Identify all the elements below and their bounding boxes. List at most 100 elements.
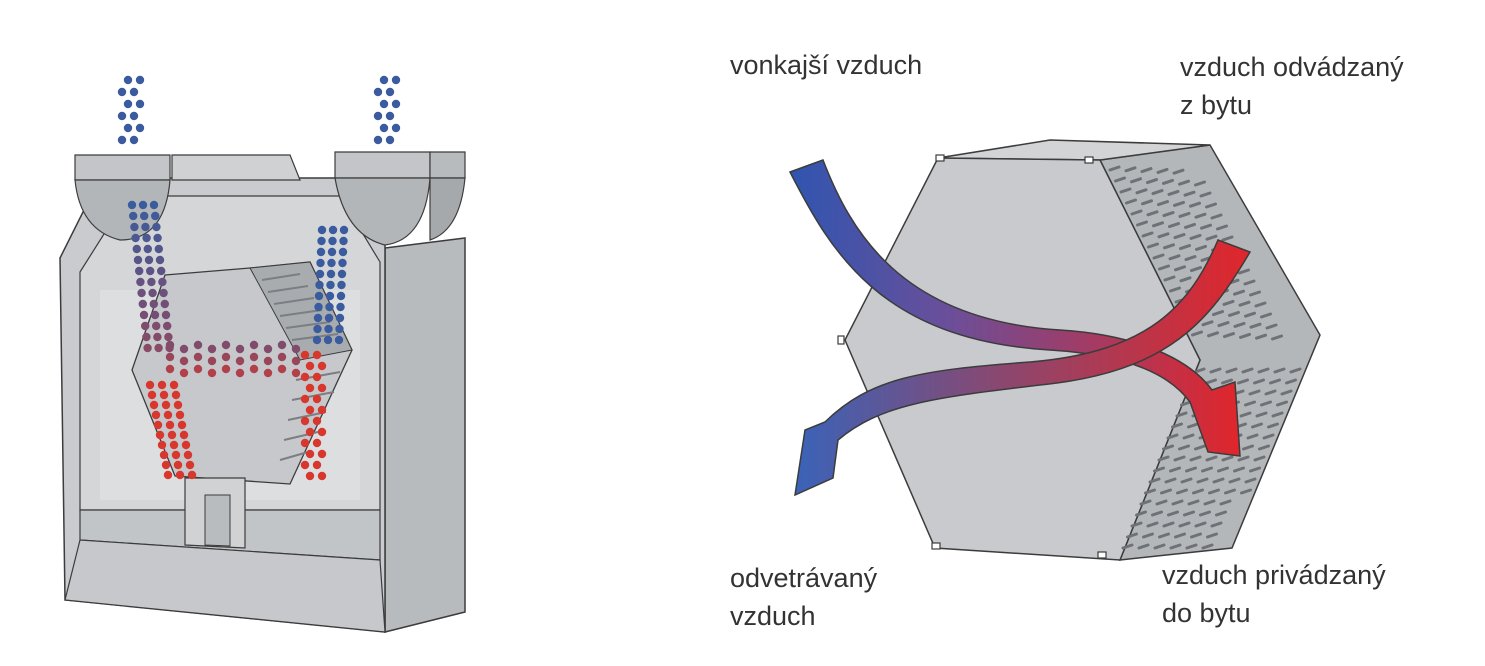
air-particle-dot (164, 332, 173, 342)
air-particle-dot (165, 420, 175, 430)
air-particle-dot (152, 222, 161, 232)
air-particle-dot (193, 340, 203, 350)
grille-slot (1206, 532, 1218, 539)
grille-slot (1193, 367, 1206, 374)
grille-slot (1254, 301, 1267, 308)
air-particle-dot (328, 225, 338, 235)
grille-slot (1242, 444, 1254, 451)
air-particle-dot (183, 450, 193, 460)
air-particle-dot (165, 340, 175, 350)
label-exhaust-air-line-2: vzduch (730, 601, 816, 631)
air-particle-dot (291, 344, 301, 354)
grille-slot (1175, 411, 1188, 418)
grille-slot (1241, 367, 1254, 374)
air-particle-dot (385, 111, 395, 121)
air-particle-dot (163, 410, 173, 420)
air-particle-dot (315, 280, 324, 290)
air-particle-dot (175, 470, 185, 480)
air-particle-dot (135, 75, 145, 85)
air-particle-dot (165, 364, 175, 374)
grille-slot (1217, 321, 1230, 328)
grille-slot (1260, 312, 1272, 319)
grille-slot (1136, 220, 1148, 227)
grille-slot (1183, 510, 1195, 517)
air-particle-dot (143, 244, 152, 254)
air-particle-dot (179, 368, 189, 378)
air-particle-dot (129, 211, 138, 221)
air-particle-dot (328, 236, 337, 246)
label-outside-air: vonkajší vzduch (730, 46, 922, 84)
grille-slot (1200, 223, 1212, 230)
label-outside-air-line-1: vonkajší vzduch (730, 50, 923, 80)
air-particle-dot (336, 291, 346, 301)
grille-slot (1205, 234, 1218, 241)
air-particle-dot (157, 440, 167, 450)
grille-slot (1173, 455, 1186, 462)
air-particle-dot (142, 233, 151, 243)
grille-slot (1142, 532, 1154, 539)
air-particle-dot (151, 211, 160, 221)
air-particle-dot (136, 277, 145, 287)
grille-slot (1244, 311, 1256, 318)
air-particle-dot (300, 372, 310, 382)
exchanger-bolts (837, 154, 1107, 559)
air-particle-dot (313, 324, 322, 334)
air-particle-dot (221, 340, 231, 350)
grille-slot (1225, 367, 1238, 374)
grille-slot (1151, 510, 1163, 517)
label-supply-air-line-2: do bytu (1162, 598, 1251, 628)
grille-slot (1185, 543, 1198, 550)
air-particle-dot (159, 390, 169, 400)
air-particle-dot (161, 460, 171, 470)
air-particle-dot (152, 321, 161, 331)
air-particle-dot (313, 313, 323, 323)
grille-slot (1174, 265, 1186, 272)
air-particle-dot (317, 427, 327, 437)
air-particle-dot (157, 380, 167, 390)
grille-slot (1217, 466, 1229, 473)
air-particle-dot (207, 368, 217, 378)
air-particle-dot (373, 135, 383, 145)
grille-slot (1289, 367, 1302, 374)
air-particle-dot (391, 123, 401, 133)
air-particle-dot (140, 211, 149, 221)
air-particle-dot (379, 75, 389, 85)
grille-slot (1240, 488, 1252, 495)
supply-air-flow-arrow (788, 159, 1241, 457)
grille-slot (1148, 477, 1161, 484)
air-particle-dot (327, 247, 337, 257)
air-particle-dot (137, 288, 146, 298)
air-particle-dot (148, 288, 157, 298)
air-particle-dot (339, 225, 349, 235)
grille-slot (1140, 167, 1153, 174)
air-particle-dot (179, 430, 189, 440)
grille-slot (1146, 178, 1158, 185)
air-particle-dot (155, 430, 165, 440)
grille-slot (1162, 211, 1175, 218)
grille-slot (1215, 510, 1227, 517)
air-particle-dot (129, 135, 139, 145)
grille-slot (1246, 433, 1259, 440)
air-particle-dot (379, 123, 389, 133)
label-exhaust-air: odvetrávaný vzduch (730, 559, 877, 635)
air-particle-dot (249, 352, 259, 362)
air-particle-dot (154, 343, 163, 353)
grille-slot (1178, 179, 1190, 186)
grille-slot (1258, 444, 1270, 451)
grille-slot (1156, 167, 1169, 174)
grille-slot (1163, 275, 1176, 282)
grille-slot (1187, 422, 1199, 429)
air-particle-dot (131, 233, 140, 243)
grille-slot (1253, 455, 1266, 462)
air-particle-dot (159, 288, 168, 298)
air-particle-dot (135, 266, 144, 276)
air-particle-dot (277, 340, 287, 350)
grille-slot (1271, 334, 1283, 341)
grille-slot (1152, 253, 1165, 260)
grille-slot (1228, 477, 1241, 484)
grille-slot (1168, 222, 1180, 229)
air-particle-dot (135, 123, 145, 133)
grille-slot (1184, 222, 1196, 229)
grille-slot (1178, 521, 1191, 528)
grille-slot (1125, 198, 1137, 205)
